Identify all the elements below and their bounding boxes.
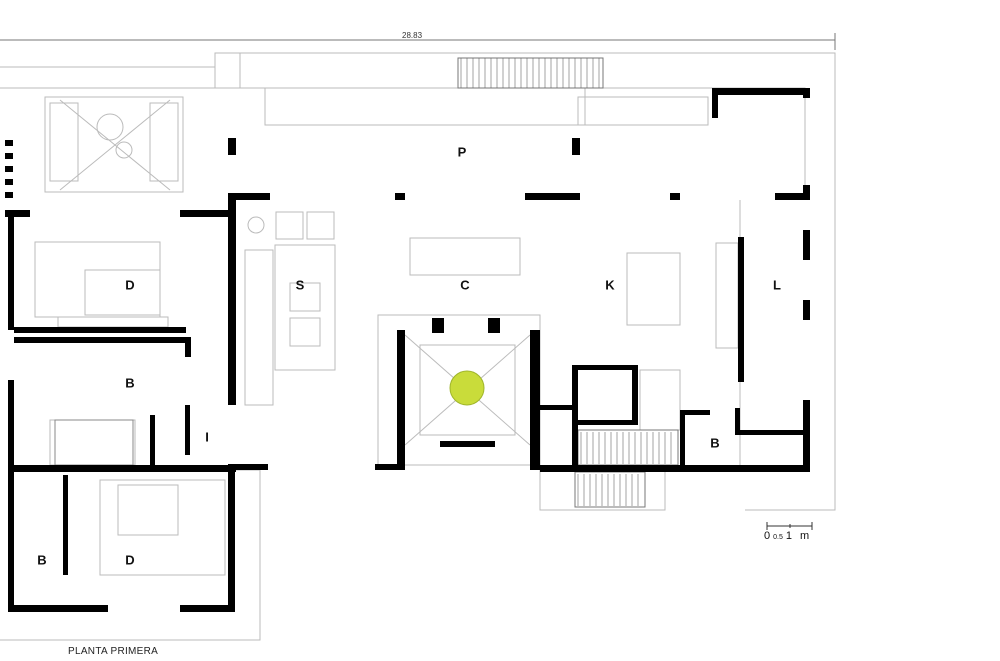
- dining-table: [409, 237, 521, 276]
- scale-half: 0.5: [773, 534, 783, 541]
- room-label-hall: I: [205, 429, 209, 445]
- thin-lines: [0, 33, 836, 641]
- plan-title: PLANTA PRIMERA: [68, 646, 159, 657]
- room-label-laundry: L: [773, 277, 781, 293]
- overall-dimension: 28.83: [402, 31, 423, 40]
- room-label-bath-left: B: [125, 375, 135, 391]
- room-label-dining: C: [460, 277, 470, 293]
- walls: [5, 88, 810, 612]
- courtyard-tree: [449, 370, 485, 406]
- sofa: [244, 249, 274, 406]
- room-label-terrace: P: [457, 144, 467, 160]
- room-label-living: S: [295, 277, 305, 293]
- scale-one: 1: [785, 530, 792, 542]
- outdoor-lounge: [44, 96, 184, 193]
- room-label-bath-right: B: [710, 435, 720, 451]
- room-label-bedroom-top: D: [125, 277, 135, 293]
- room-label-bath-bottom: B: [37, 552, 47, 568]
- room-label-bedroom-bottom: D: [125, 552, 135, 568]
- scale-zero: 0: [764, 530, 771, 542]
- scale-unit: m: [800, 530, 810, 542]
- room-label-kitchen: K: [605, 277, 615, 293]
- kitchen-island: [626, 252, 681, 326]
